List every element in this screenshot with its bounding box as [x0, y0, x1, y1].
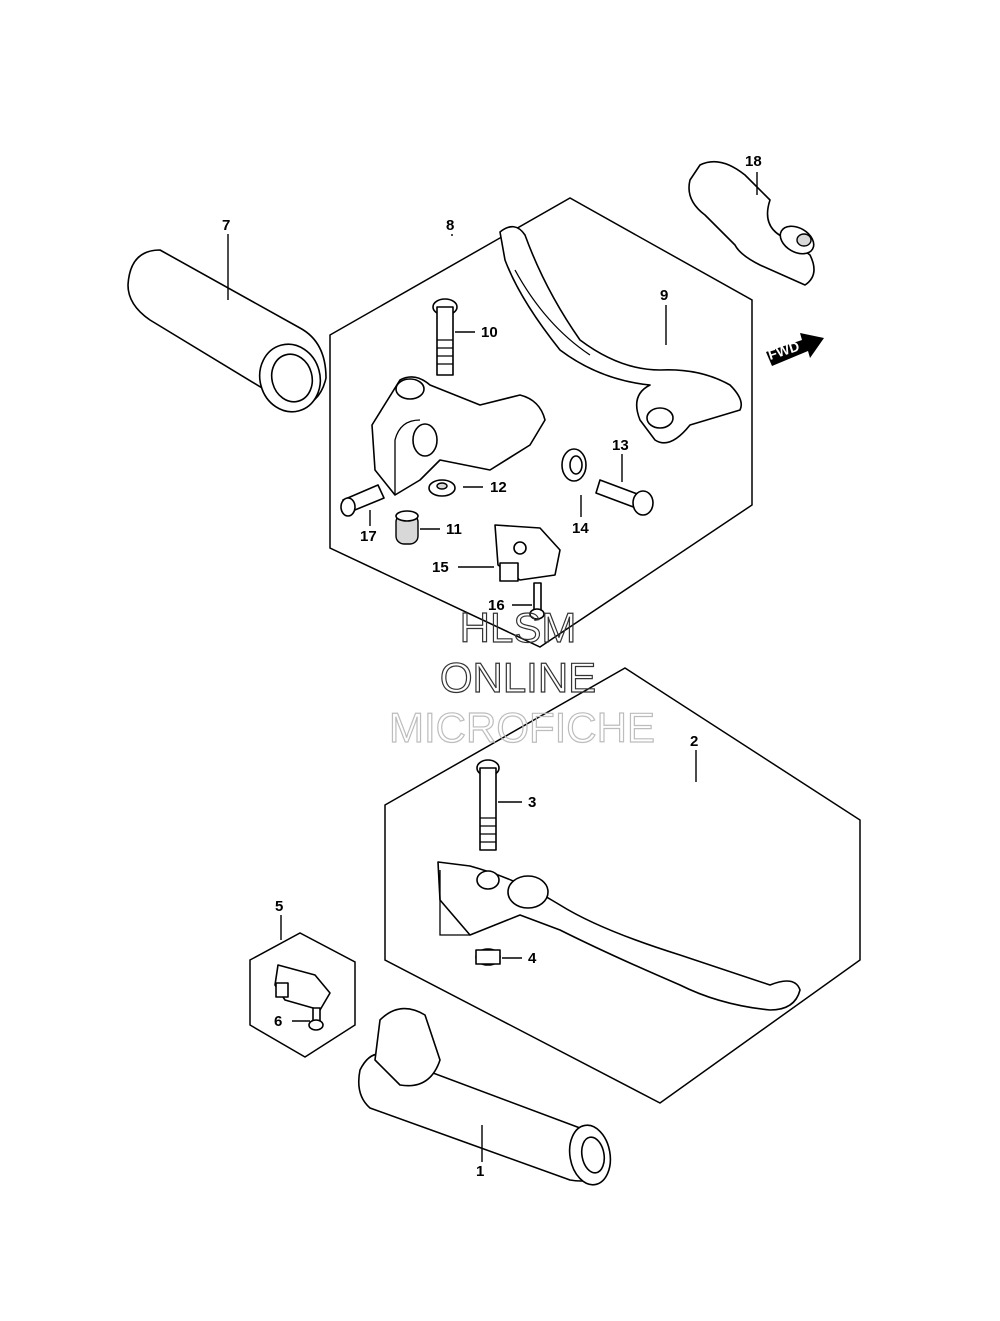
- switch-5[interactable]: [274, 964, 331, 1011]
- callout-12: 12: [490, 479, 507, 496]
- bushing-11[interactable]: [395, 510, 419, 545]
- screw-16[interactable]: [529, 582, 545, 620]
- lever-holder-8[interactable]: [371, 376, 546, 496]
- pivot-bolt-10[interactable]: [432, 298, 458, 376]
- callout-10: 10: [481, 324, 498, 341]
- callout-2: 2: [690, 733, 698, 750]
- callout-8: 8: [446, 217, 454, 234]
- assembly-frame-2: [384, 667, 861, 1104]
- screw-17[interactable]: [340, 484, 385, 517]
- clutch-lever-9[interactable]: [499, 225, 743, 444]
- callout-18: 18: [745, 153, 762, 170]
- assembly-frame-5: [249, 932, 356, 1058]
- callout-7: 7: [222, 217, 230, 234]
- grip-7[interactable]: [127, 249, 328, 419]
- callout-14: 14: [572, 520, 589, 537]
- nut-4[interactable]: [475, 948, 501, 966]
- watermark-line-3: MICROFICHE: [389, 704, 655, 751]
- callout-6: 6: [274, 1013, 282, 1030]
- lever-cover-18[interactable]: [688, 160, 819, 286]
- callout-9: 9: [660, 287, 668, 304]
- watermark-line-1: HLSM: [460, 604, 577, 651]
- callout-5: 5: [275, 898, 283, 915]
- watermark-line-2: ONLINE: [440, 654, 596, 701]
- screw-6[interactable]: [308, 1007, 324, 1031]
- callout-1: 1: [476, 1163, 484, 1180]
- callout-15: 15: [432, 559, 449, 576]
- throttle-grip-1[interactable]: [357, 1007, 615, 1188]
- callout-16: 16: [488, 597, 505, 614]
- callout-labels: 7 8 18 9 10 13 12 14 17 11 15 16 2 3 4 5…: [222, 153, 762, 1180]
- assembly-frame-8: [329, 197, 753, 648]
- callout-17: 17: [360, 528, 377, 545]
- callout-3: 3: [528, 794, 536, 811]
- switch-15[interactable]: [494, 524, 561, 582]
- nut-12[interactable]: [428, 479, 456, 497]
- watermark: HLSM ONLINE MICROFICHE: [388, 603, 655, 751]
- callout-4: 4: [528, 950, 537, 967]
- fwd-direction-marker: FWD: [766, 333, 824, 366]
- pivot-bolt-3[interactable]: [476, 759, 500, 851]
- leader-lines: [227, 172, 758, 1162]
- adjuster-14[interactable]: [561, 448, 587, 482]
- brake-lever-2[interactable]: [437, 861, 801, 1011]
- adjuster-screw-13[interactable]: [595, 479, 654, 516]
- callout-13: 13: [612, 437, 629, 454]
- callout-11: 11: [446, 521, 462, 538]
